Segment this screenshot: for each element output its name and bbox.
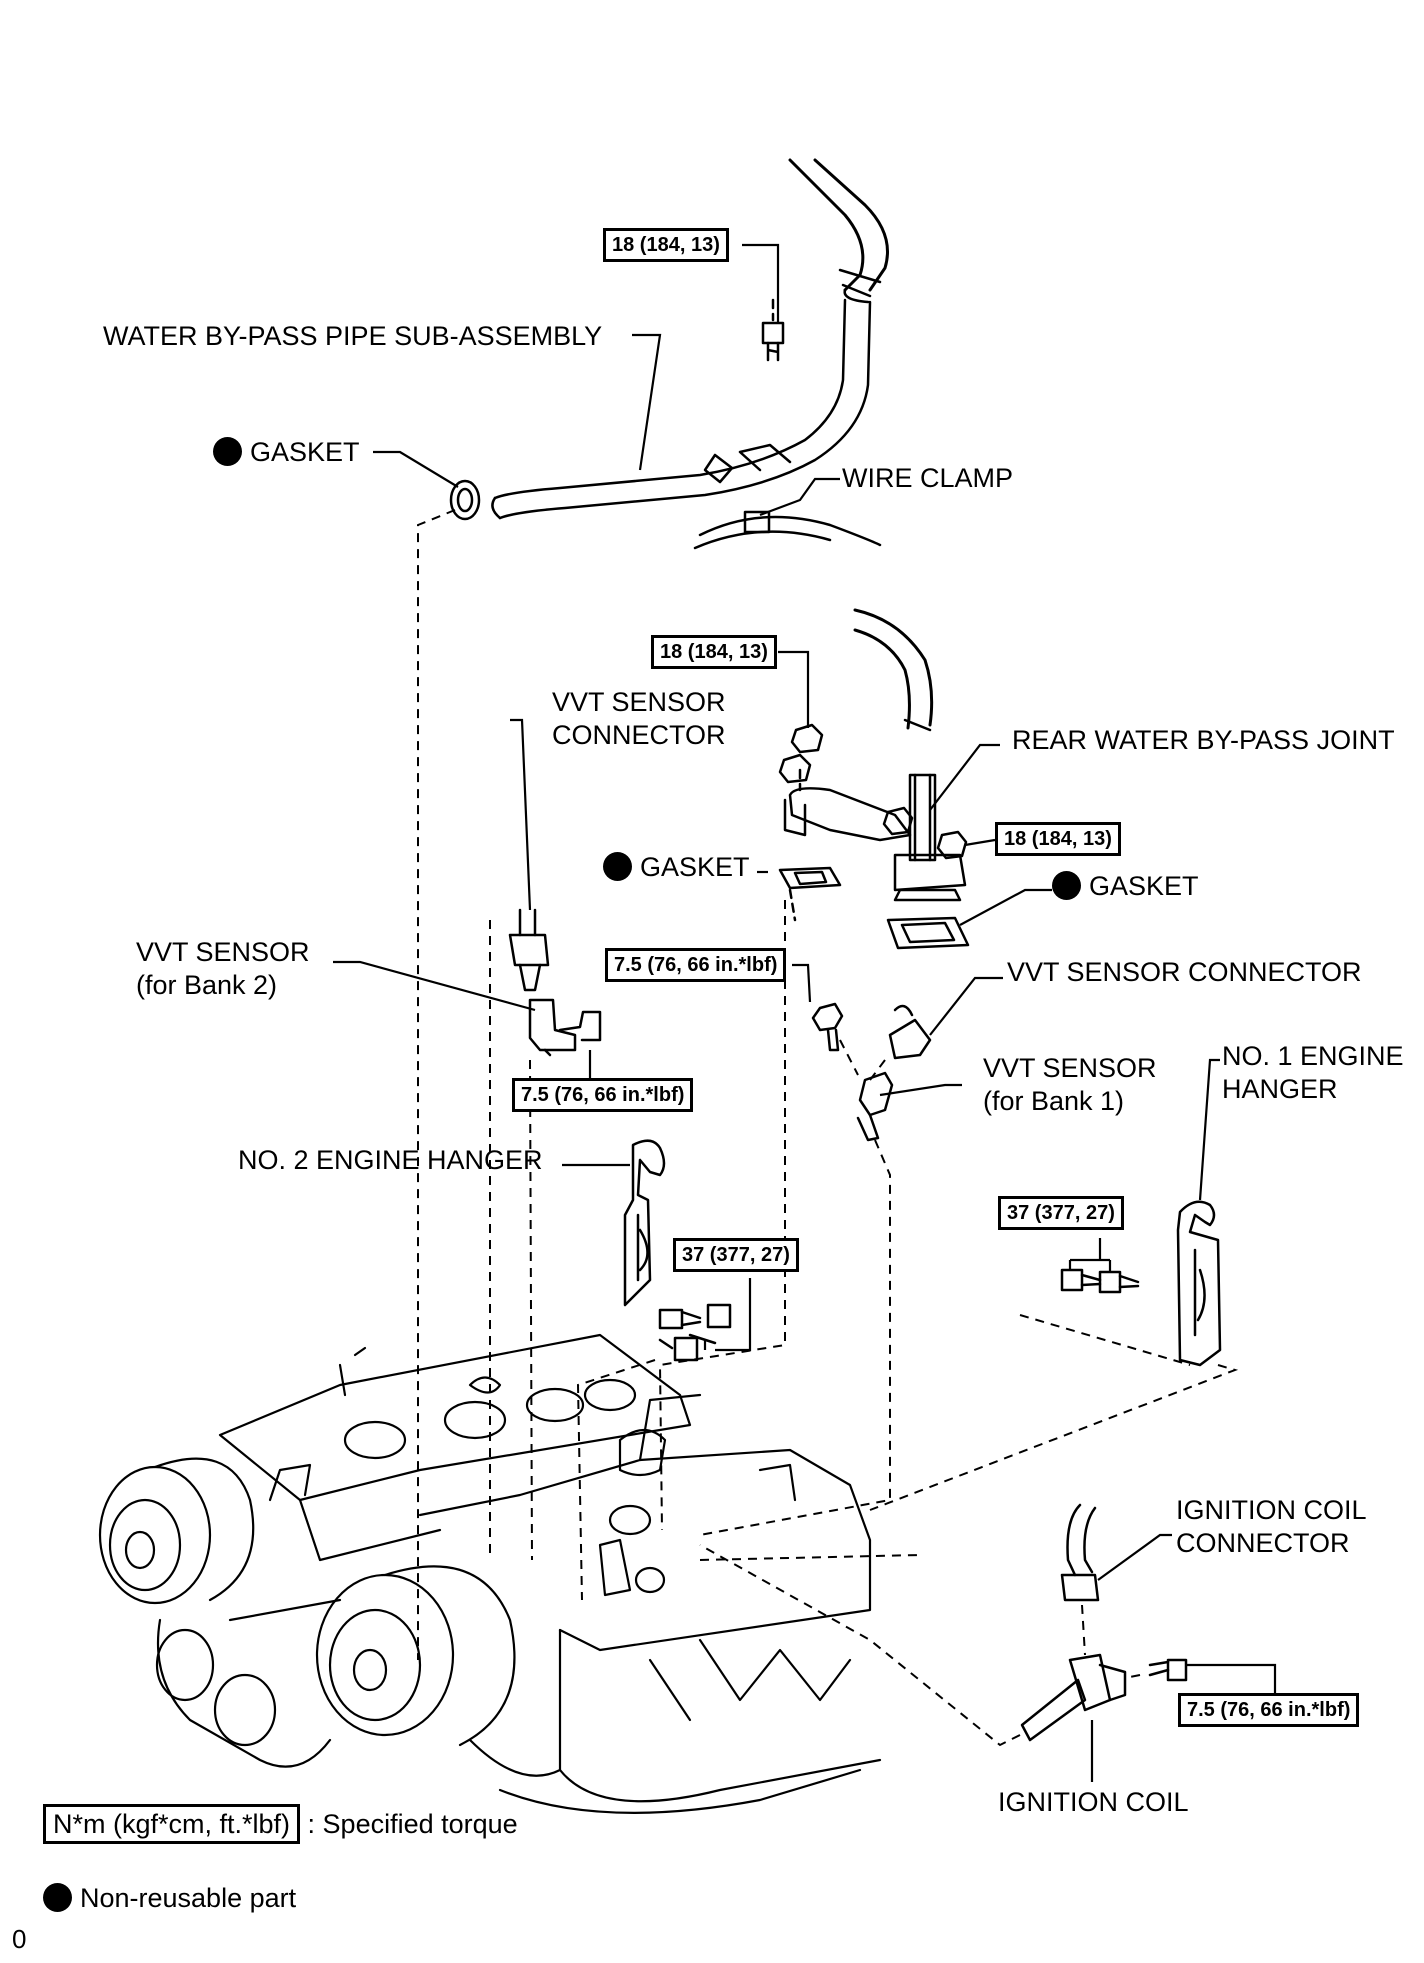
vvt-sensor-bank2-line2: (for Bank 2) [136, 970, 278, 1000]
label-no1-engine-hanger: NO. 1 ENGINE HANGER [1222, 1040, 1404, 1106]
no2-engine-hanger-drawing [623, 1139, 732, 1362]
assembly-lines [417, 509, 1239, 1747]
label-rear-water-bypass-joint: REAR WATER BY-PASS JOINT [1012, 725, 1395, 755]
nonreusable-dot-icon [213, 437, 242, 466]
no1-engine-hanger-drawing [1060, 1200, 1222, 1367]
gasket-top-drawing [449, 479, 481, 521]
gasket-top-text: GASKET [250, 437, 360, 467]
label-wire-clamp: WIRE CLAMP [842, 463, 1014, 493]
torque-vvt-bank1-bolt: 7.5 (76, 66 in.*lbf) [605, 948, 787, 982]
gasket-mid-right-text: GASKET [1089, 871, 1199, 901]
torque-no1-hanger-bolt: 37 (377, 27) [998, 1196, 1124, 1230]
joint-nuts-drawing [778, 723, 968, 860]
vvt-sensor-connector-bank2-line2: CONNECTOR [552, 720, 726, 750]
torque-joint-nut-top: 18 (184, 13) [651, 635, 777, 669]
joint-gaskets-drawing [778, 866, 970, 950]
legend-torque: N*m (kgf*cm, ft.*lbf) : Specified torque [43, 1804, 518, 1844]
leader-lines [333, 243, 1277, 1782]
label-gasket-mid-right: GASKET [1052, 870, 1199, 903]
torque-no2-hanger-bolt: 37 (377, 27) [673, 1238, 799, 1272]
label-ignition-coil: IGNITION COIL [998, 1787, 1189, 1817]
legend-nonreusable-text: Non-reusable part [80, 1883, 297, 1913]
label-vvt-sensor-connector-bank2: VVT SENSOR CONNECTOR [552, 686, 726, 752]
vvt-sensor-bank1-line1: VVT SENSOR [983, 1053, 1157, 1083]
rear-water-bypass-joint-drawing [783, 608, 967, 902]
nonreusable-dot-icon [1052, 871, 1081, 900]
nonreusable-dot-icon [43, 1883, 72, 1912]
torque-vvt-bank2-bolt: 7.5 (76, 66 in.*lbf) [512, 1078, 694, 1112]
label-ignition-coil-connector: IGNITION COIL CONNECTOR [1176, 1494, 1367, 1560]
vvt-sensor-connector-bank2-line1: VVT SENSOR [552, 687, 726, 717]
legend-nonreusable: Non-reusable part [43, 1882, 296, 1915]
ignition-coil-drawing [1020, 1503, 1188, 1742]
figure-id: 0 [12, 1924, 27, 1954]
nonreusable-dot-icon [603, 852, 632, 881]
no1-engine-hanger-line2: HANGER [1222, 1074, 1338, 1104]
water-bypass-pipe-drawing [491, 158, 889, 520]
torque-pipe-bolt: 18 (184, 13) [603, 228, 729, 262]
vvt-sensor-bank2-drawing [508, 908, 602, 1057]
ignition-coil-connector-line1: IGNITION COIL [1176, 1495, 1367, 1525]
gasket-mid-left-text: GASKET [640, 852, 750, 882]
legend-torque-box: N*m (kgf*cm, ft.*lbf) [43, 1804, 301, 1844]
label-gasket-mid-left: GASKET [603, 851, 750, 884]
label-no2-engine-hanger: NO. 2 ENGINE HANGER [238, 1145, 543, 1175]
torque-joint-nut-right: 18 (184, 13) [995, 822, 1121, 856]
vvt-sensor-bank1-line2: (for Bank 1) [983, 1086, 1125, 1116]
wire-clamp-drawing [693, 510, 882, 550]
no1-engine-hanger-line1: NO. 1 ENGINE [1222, 1041, 1404, 1071]
label-water-bypass-pipe: WATER BY-PASS PIPE SUB-ASSEMBLY [103, 321, 603, 351]
label-vvt-sensor-bank2: VVT SENSOR (for Bank 2) [136, 936, 310, 1002]
ignition-coil-connector-line2: CONNECTOR [1176, 1528, 1350, 1558]
torque-ignition-coil-bolt: 7.5 (76, 66 in.*lbf) [1178, 1693, 1360, 1727]
legend-torque-text: : Specified torque [307, 1809, 518, 1839]
label-gasket-top: GASKET [213, 436, 360, 469]
vvt-sensor-bank1-drawing [811, 1002, 932, 1142]
pipe-bolt-drawing [761, 298, 785, 362]
vvt-sensor-bank2-line1: VVT SENSOR [136, 937, 310, 967]
label-vvt-sensor-bank1: VVT SENSOR (for Bank 1) [983, 1052, 1157, 1118]
engine-block-drawing [98, 1333, 882, 1814]
label-vvt-sensor-connector-bank1: VVT SENSOR CONNECTOR [1007, 957, 1362, 987]
